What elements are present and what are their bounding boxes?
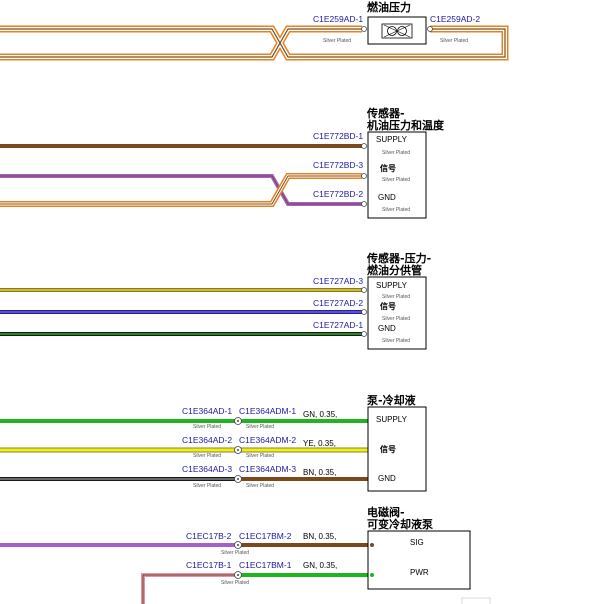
connector-pin: [361, 309, 367, 315]
solenoid-title-2: 可变冷却液泵: [367, 517, 433, 531]
solenoid-spec-1: BN, 0.35,: [303, 532, 336, 541]
coolant-pump-wires: [0, 419, 368, 481]
rail-sensor-title-2: 燃油分供管: [366, 263, 422, 277]
coolant-pump-section: 泵-冷却液 C1E364AD-1 C1E364ADM-1 GN, 0.35, S…: [0, 393, 427, 492]
plated-label: Silver Plated: [382, 177, 410, 183]
coolant-pump-gnd-label: GND: [378, 474, 396, 483]
rail-sensor-wires: [0, 288, 362, 336]
fuel-pressure-title: 燃油压力: [366, 0, 411, 14]
solenoid-left-pin-2: C1EC17B-2: [186, 531, 232, 541]
oil-sensor-pin-2: C1E772BD-2: [313, 189, 363, 199]
solenoid-right-pin-2: C1EC17BM-2: [239, 531, 292, 541]
coolant-pump-right-pin-3: C1E364ADM-3: [239, 464, 296, 474]
plated-label: Silver Plated: [440, 38, 468, 44]
fuel-pressure-pin-left: C1E259AD-1: [313, 14, 363, 24]
fuel-pressure-pin-right: C1E259AD-2: [430, 14, 480, 24]
oil-sensor-supply-label: SUPPLY: [376, 135, 408, 144]
connector-pin: [370, 573, 374, 577]
solenoid-wires: [0, 543, 372, 604]
rail-sensor-section: 传感器-压力- 燃油分供管 C1E727AD-3 C1E727AD-2 C1E7…: [0, 251, 431, 350]
oil-sensor-section: 传感器- 机油压力和温度 C1E772BD-1 C1E772BD-3 C1E77…: [0, 106, 445, 219]
pressure-sensor-icon: [381, 23, 413, 39]
oil-sensor-signal-label: 信号: [380, 163, 396, 173]
solenoid-section: 电磁阀- 可变冷却液泵 C1EC17B-2 C1EC17BM-2 BN, 0.3…: [0, 505, 471, 604]
plated-label: Silver Plated: [323, 38, 351, 44]
connector-pin: [361, 26, 367, 32]
plated-label: Silver Plated: [246, 424, 274, 430]
plated-label: Silver Plated: [246, 483, 274, 489]
plated-label: Silver Plated: [193, 424, 221, 430]
solenoid-title-1: 电磁阀-: [367, 505, 405, 519]
oil-sensor-title-1: 传感器-: [366, 106, 405, 120]
oil-sensor-gnd-label: GND: [378, 193, 396, 202]
coolant-pump-signal-label: 信号: [380, 444, 396, 454]
rail-sensor-pin-2: C1E727AD-2: [313, 298, 363, 308]
connector-pin: [370, 543, 374, 547]
connector-pin: [361, 201, 367, 207]
plated-label: Silver Plated: [221, 580, 249, 586]
oil-sensor-pin-3: C1E772BD-3: [313, 160, 363, 170]
plated-label: Silver Plated: [382, 338, 410, 344]
inline-connector-center: [237, 449, 239, 451]
coolant-pump-left-pin-1: C1E364AD-1: [182, 406, 232, 416]
plated-label: Silver Plated: [193, 453, 221, 459]
rail-sensor-pin-3: C1E727AD-3: [313, 276, 363, 286]
rail-sensor-pin-1: C1E727AD-1: [313, 320, 363, 330]
inline-connector-center: [237, 574, 239, 576]
fuel-pressure-section: 燃油压力 C1E259AD-1 C1E259AD-2 Silver Plated…: [0, 0, 509, 61]
connector-pin: [361, 143, 367, 149]
solenoid-spec-2: GN, 0.35,: [303, 561, 337, 570]
coolant-pump-right-pin-2: C1E364ADM-2: [239, 435, 296, 445]
inline-connector-center: [237, 420, 239, 422]
plated-label: Silver Plated: [382, 207, 410, 213]
harness-wires-top: [0, 25, 509, 61]
oil-sensor-wires: [0, 144, 362, 207]
solenoid-left-pin-1: C1EC17B-1: [186, 560, 232, 570]
inline-connector-center: [237, 478, 239, 480]
coolant-pump-left-pin-2: C1E364AD-2: [182, 435, 232, 445]
coolant-pump-spec-2: YE, 0.35,: [303, 439, 336, 448]
oil-sensor-title-2: 机油压力和温度: [367, 118, 445, 132]
plated-label: Silver Plated: [382, 294, 410, 300]
connector-pin: [427, 26, 433, 32]
connector-pin: [361, 287, 367, 293]
connector-pin: [361, 331, 367, 337]
solenoid-box: [367, 530, 471, 590]
plated-label: Silver Plated: [382, 316, 410, 322]
plated-label: Silver Plated: [246, 453, 274, 459]
solenoid-right-pin-1: C1EC17BM-1: [239, 560, 292, 570]
oil-sensor-box: [367, 131, 427, 219]
corner-control[interactable]: [461, 597, 491, 604]
rail-sensor-box: [367, 276, 427, 350]
coolant-pump-spec-3: BN, 0.35,: [303, 468, 336, 477]
solenoid-pwr-label: PWR: [410, 568, 429, 577]
rail-sensor-title-1: 传感器-压力-: [366, 251, 431, 265]
plated-label: Silver Plated: [193, 483, 221, 489]
coolant-pump-left-pin-3: C1E364AD-3: [182, 464, 232, 474]
inline-connector-center: [237, 544, 239, 546]
solenoid-sig-label: SIG: [410, 538, 424, 547]
oil-sensor-pin-1: C1E772BD-1: [313, 131, 363, 141]
coolant-pump-title: 泵-冷却液: [367, 393, 417, 407]
coolant-pump-right-pin-1: C1E364ADM-1: [239, 406, 296, 416]
coolant-pump-supply-label: SUPPLY: [376, 415, 408, 424]
rail-sensor-supply-label: SUPPLY: [376, 281, 408, 290]
plated-label: Silver Plated: [382, 150, 410, 156]
plated-label: Silver Plated: [221, 550, 249, 556]
rail-sensor-gnd-label: GND: [378, 324, 396, 333]
connector-pin: [361, 173, 367, 179]
rail-sensor-signal-label: 信号: [380, 301, 396, 311]
coolant-pump-spec-1: GN, 0.35,: [303, 410, 337, 419]
coolant-pump-box: [367, 406, 427, 492]
